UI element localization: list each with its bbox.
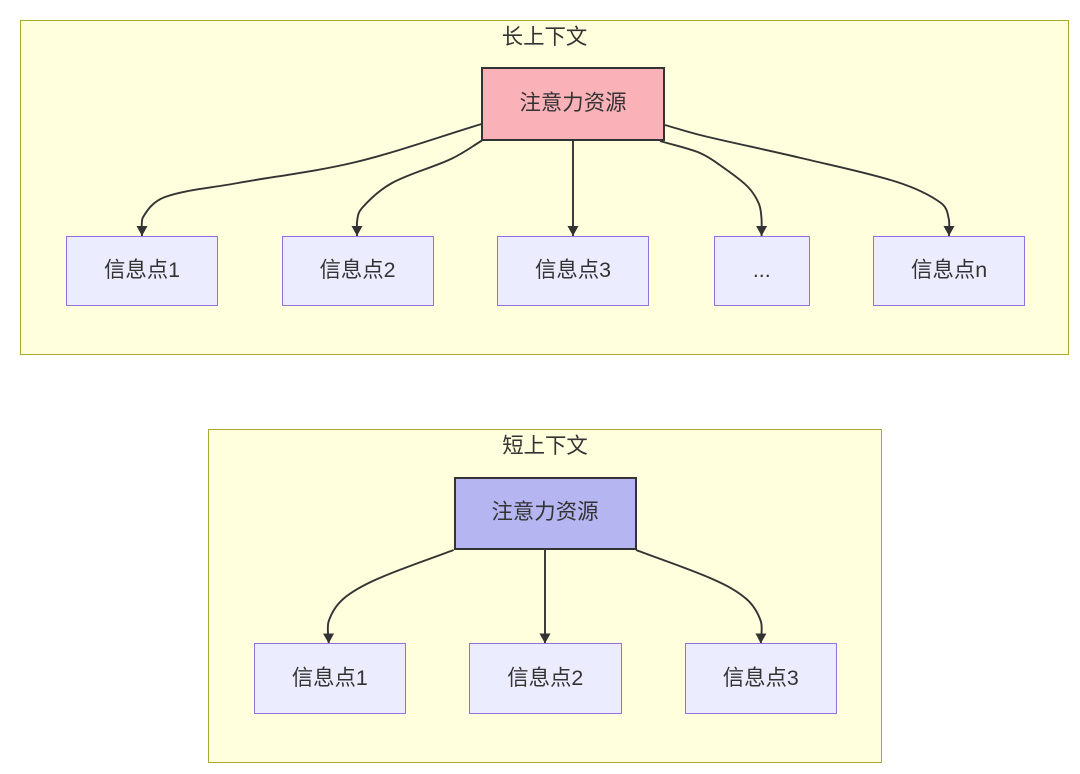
info-node-long-ellipsis: ... — [714, 235, 810, 306]
attention-node-short: 注意力资源 — [453, 476, 637, 550]
info-node-long-2: 信息点2 — [281, 235, 434, 306]
attention-node-long: 注意力资源 — [481, 67, 665, 141]
info-node-short-3: 信息点3 — [684, 643, 837, 714]
info-node-long-n: 信息点n — [873, 235, 1026, 306]
cluster-short-title: 短上下文 — [502, 433, 588, 458]
info-node-short-2: 信息点2 — [469, 643, 622, 714]
info-node-short-1: 信息点1 — [253, 643, 406, 714]
info-node-long-1: 信息点1 — [66, 235, 218, 306]
info-node-long-3: 信息点3 — [497, 235, 649, 306]
cluster-long-title: 长上下文 — [501, 24, 588, 49]
